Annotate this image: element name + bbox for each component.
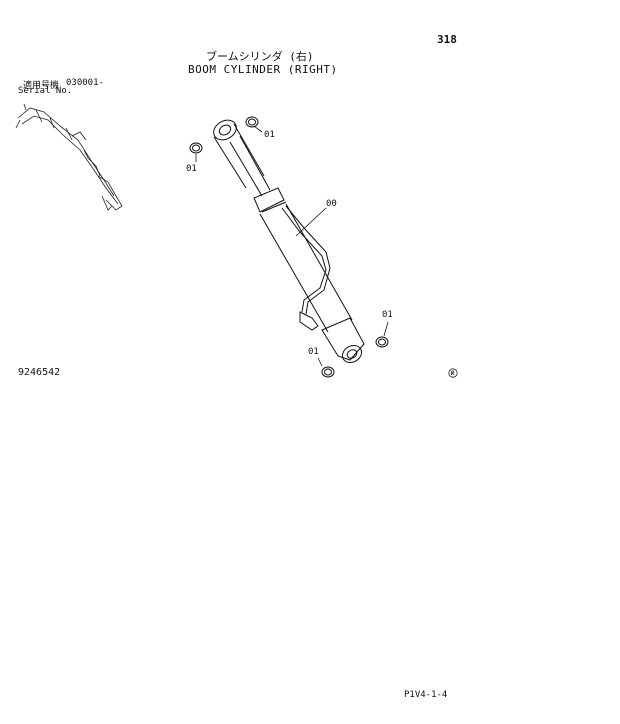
title-japanese: ブームシリンダ (右) — [206, 50, 314, 63]
circle-mark-icon — [448, 368, 458, 378]
callout-label: 00 — [326, 199, 337, 209]
title-english: BOOM CYLINDER (RIGHT) — [188, 63, 338, 76]
page-number: 318 — [437, 33, 457, 46]
serial-value: 030001- — [66, 78, 104, 88]
boom-cylinder — [213, 119, 365, 364]
boom-locator-sketch — [15, 103, 123, 211]
footer-code: P1V4-1-4 — [404, 690, 448, 700]
serial-label-english: Serial No. — [18, 86, 73, 96]
serial-label-japanese: 適用号機 — [23, 81, 60, 91]
callout-label: 01 — [308, 347, 319, 357]
part-number: 9246542 — [18, 367, 61, 378]
callout-label: 01 — [186, 164, 197, 174]
callout-label: 01 — [264, 130, 275, 140]
callout-label: 01 — [382, 310, 393, 320]
bushings — [189, 116, 389, 378]
